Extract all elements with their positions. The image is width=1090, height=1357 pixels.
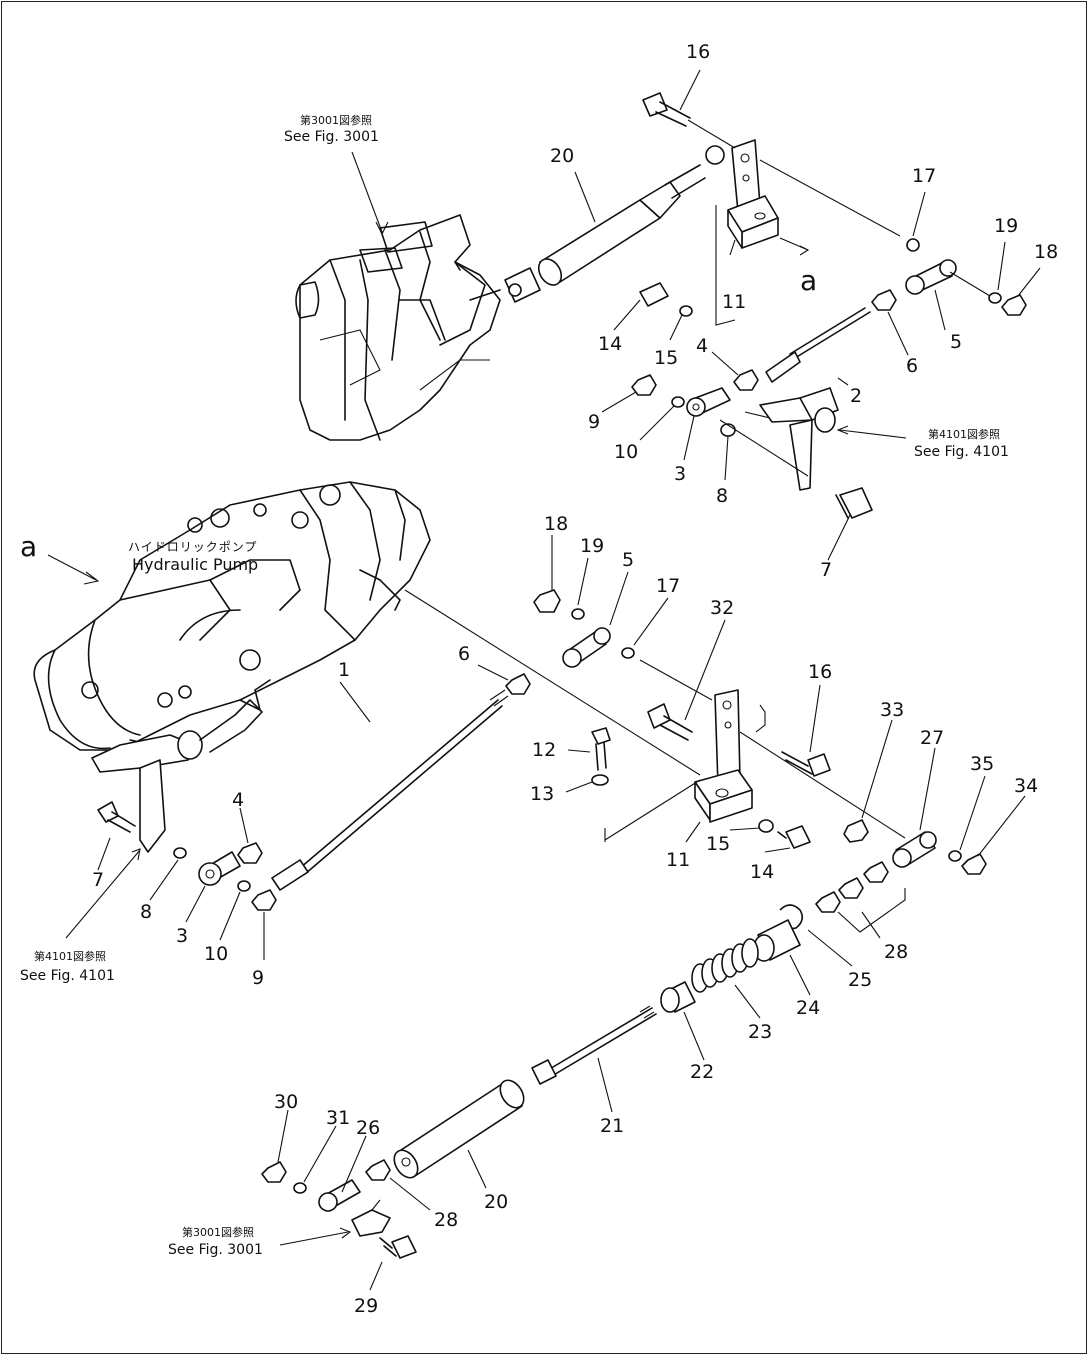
part-number: 5: [622, 549, 634, 571]
part-number: 16: [808, 661, 832, 683]
part-number: 7: [92, 869, 104, 891]
part-number: 22: [690, 1061, 714, 1083]
part-number: 27: [920, 727, 944, 749]
part-number: 17: [656, 575, 680, 597]
part-number: 18: [544, 513, 568, 535]
part-number: 3: [176, 925, 188, 947]
ref-4101-en-bottom: See Fig. 4101: [20, 968, 115, 984]
ref-3001-en-bottom: See Fig. 3001: [168, 1242, 263, 1258]
part-number: 4: [696, 335, 708, 357]
upper-hardware: [631, 92, 1027, 519]
part-number: 33: [880, 699, 904, 721]
part-number: 30: [274, 1091, 298, 1113]
rod-end-3-lower: [198, 842, 263, 886]
part-number: 24: [796, 997, 820, 1019]
rod-1: [271, 689, 509, 891]
part-number: 8: [716, 485, 728, 507]
ref-3001-en-top: See Fig. 3001: [284, 129, 379, 145]
cylinder-lower: [393, 1079, 525, 1179]
part-number: 31: [326, 1107, 350, 1129]
hydraulic-pump: [33, 481, 431, 771]
view-marker-a-right: a: [800, 264, 817, 297]
part-number: 11: [666, 849, 690, 871]
part-number: 34: [1014, 775, 1038, 797]
part-number: 9: [252, 967, 264, 989]
part-number: 12: [532, 739, 556, 761]
part-number: 26: [356, 1117, 380, 1139]
part-number: 35: [970, 753, 994, 775]
part-number: 23: [748, 1021, 772, 1043]
leader-lines: [47, 69, 1041, 1291]
part-number: 25: [848, 969, 872, 991]
part-number: 20: [484, 1191, 508, 1213]
lower-mid-hardware: [591, 703, 831, 849]
pump-name-jp: ハイドロリックポンプ: [128, 540, 257, 554]
part-number: 5: [950, 331, 962, 353]
part-number: 9: [588, 411, 600, 433]
right-linkage-hardware: [739, 731, 987, 875]
ref-3001-jp-bottom: 第3001図参照: [182, 1225, 254, 1239]
part-number: 14: [750, 861, 774, 883]
part-number: 14: [598, 333, 622, 355]
part-number: 1: [338, 659, 350, 681]
rod-end-5-upper: [905, 259, 957, 295]
part-number: 13: [530, 783, 554, 805]
part-number: 10: [204, 943, 228, 965]
ref-3001-jp-top: 第3001図参照: [300, 113, 372, 127]
part-number: 6: [906, 355, 918, 377]
part-number: 19: [580, 535, 604, 557]
ref-4101-jp-top: 第4101図参照: [928, 427, 1000, 441]
part-number: 6: [458, 643, 470, 665]
rod-21: [531, 1005, 657, 1085]
part-number: 10: [614, 441, 638, 463]
engine-housing: [295, 214, 501, 441]
part-number-labels: 16 20 17 19 18 11 14 15 5 6 4 2 9 10 3 8…: [92, 41, 1058, 1317]
part-number: 3: [674, 463, 686, 485]
lever-11-upper: [715, 139, 779, 326]
part-number: 18: [1034, 241, 1058, 263]
part-number: 21: [600, 1115, 624, 1137]
part-number: 8: [140, 901, 152, 923]
part-number: 19: [994, 215, 1018, 237]
part-number: 16: [686, 41, 710, 63]
part-number: 15: [706, 833, 730, 855]
part-number: 32: [710, 597, 734, 619]
view-marker-a-left: a: [20, 530, 37, 563]
bottom-hardware: [261, 1159, 417, 1259]
view-markers: a a: [20, 264, 817, 563]
ref-4101-en-top: See Fig. 4101: [914, 444, 1009, 460]
reference-labels: 第3001図参照 See Fig. 3001 第4101図参照 See Fig.…: [20, 113, 1009, 1258]
nuts-28-group: [779, 861, 906, 933]
pump-name: Hydraulic Pump: [132, 555, 258, 574]
ref-4101-jp-bottom: 第4101図参照: [34, 949, 106, 963]
spring-23: [691, 938, 759, 993]
part-number: 4: [232, 789, 244, 811]
upper-arm-linkage: [744, 387, 839, 491]
part-number: 17: [912, 165, 936, 187]
part-number: 28: [884, 941, 908, 963]
part-number: 2: [850, 385, 862, 407]
lever-11-lower: [604, 689, 753, 842]
rod-2: [765, 307, 871, 383]
lower-left-bracket: [91, 699, 263, 853]
part-number: 28: [434, 1209, 458, 1231]
pump-labels: ハイドロリックポンプ Hydraulic Pump: [128, 540, 258, 574]
spring-assembly: [660, 919, 801, 1013]
part-number: 29: [354, 1295, 378, 1317]
part-number: 15: [654, 347, 678, 369]
rod-end-3-upper: [686, 387, 731, 417]
part-number: 7: [820, 559, 832, 581]
lower-left-hardware: [97, 801, 277, 911]
rod-end-5-lower: [505, 589, 635, 695]
part-number: 20: [550, 145, 574, 167]
part-number: 11: [722, 291, 746, 313]
cylinder-upper: [504, 145, 725, 303]
